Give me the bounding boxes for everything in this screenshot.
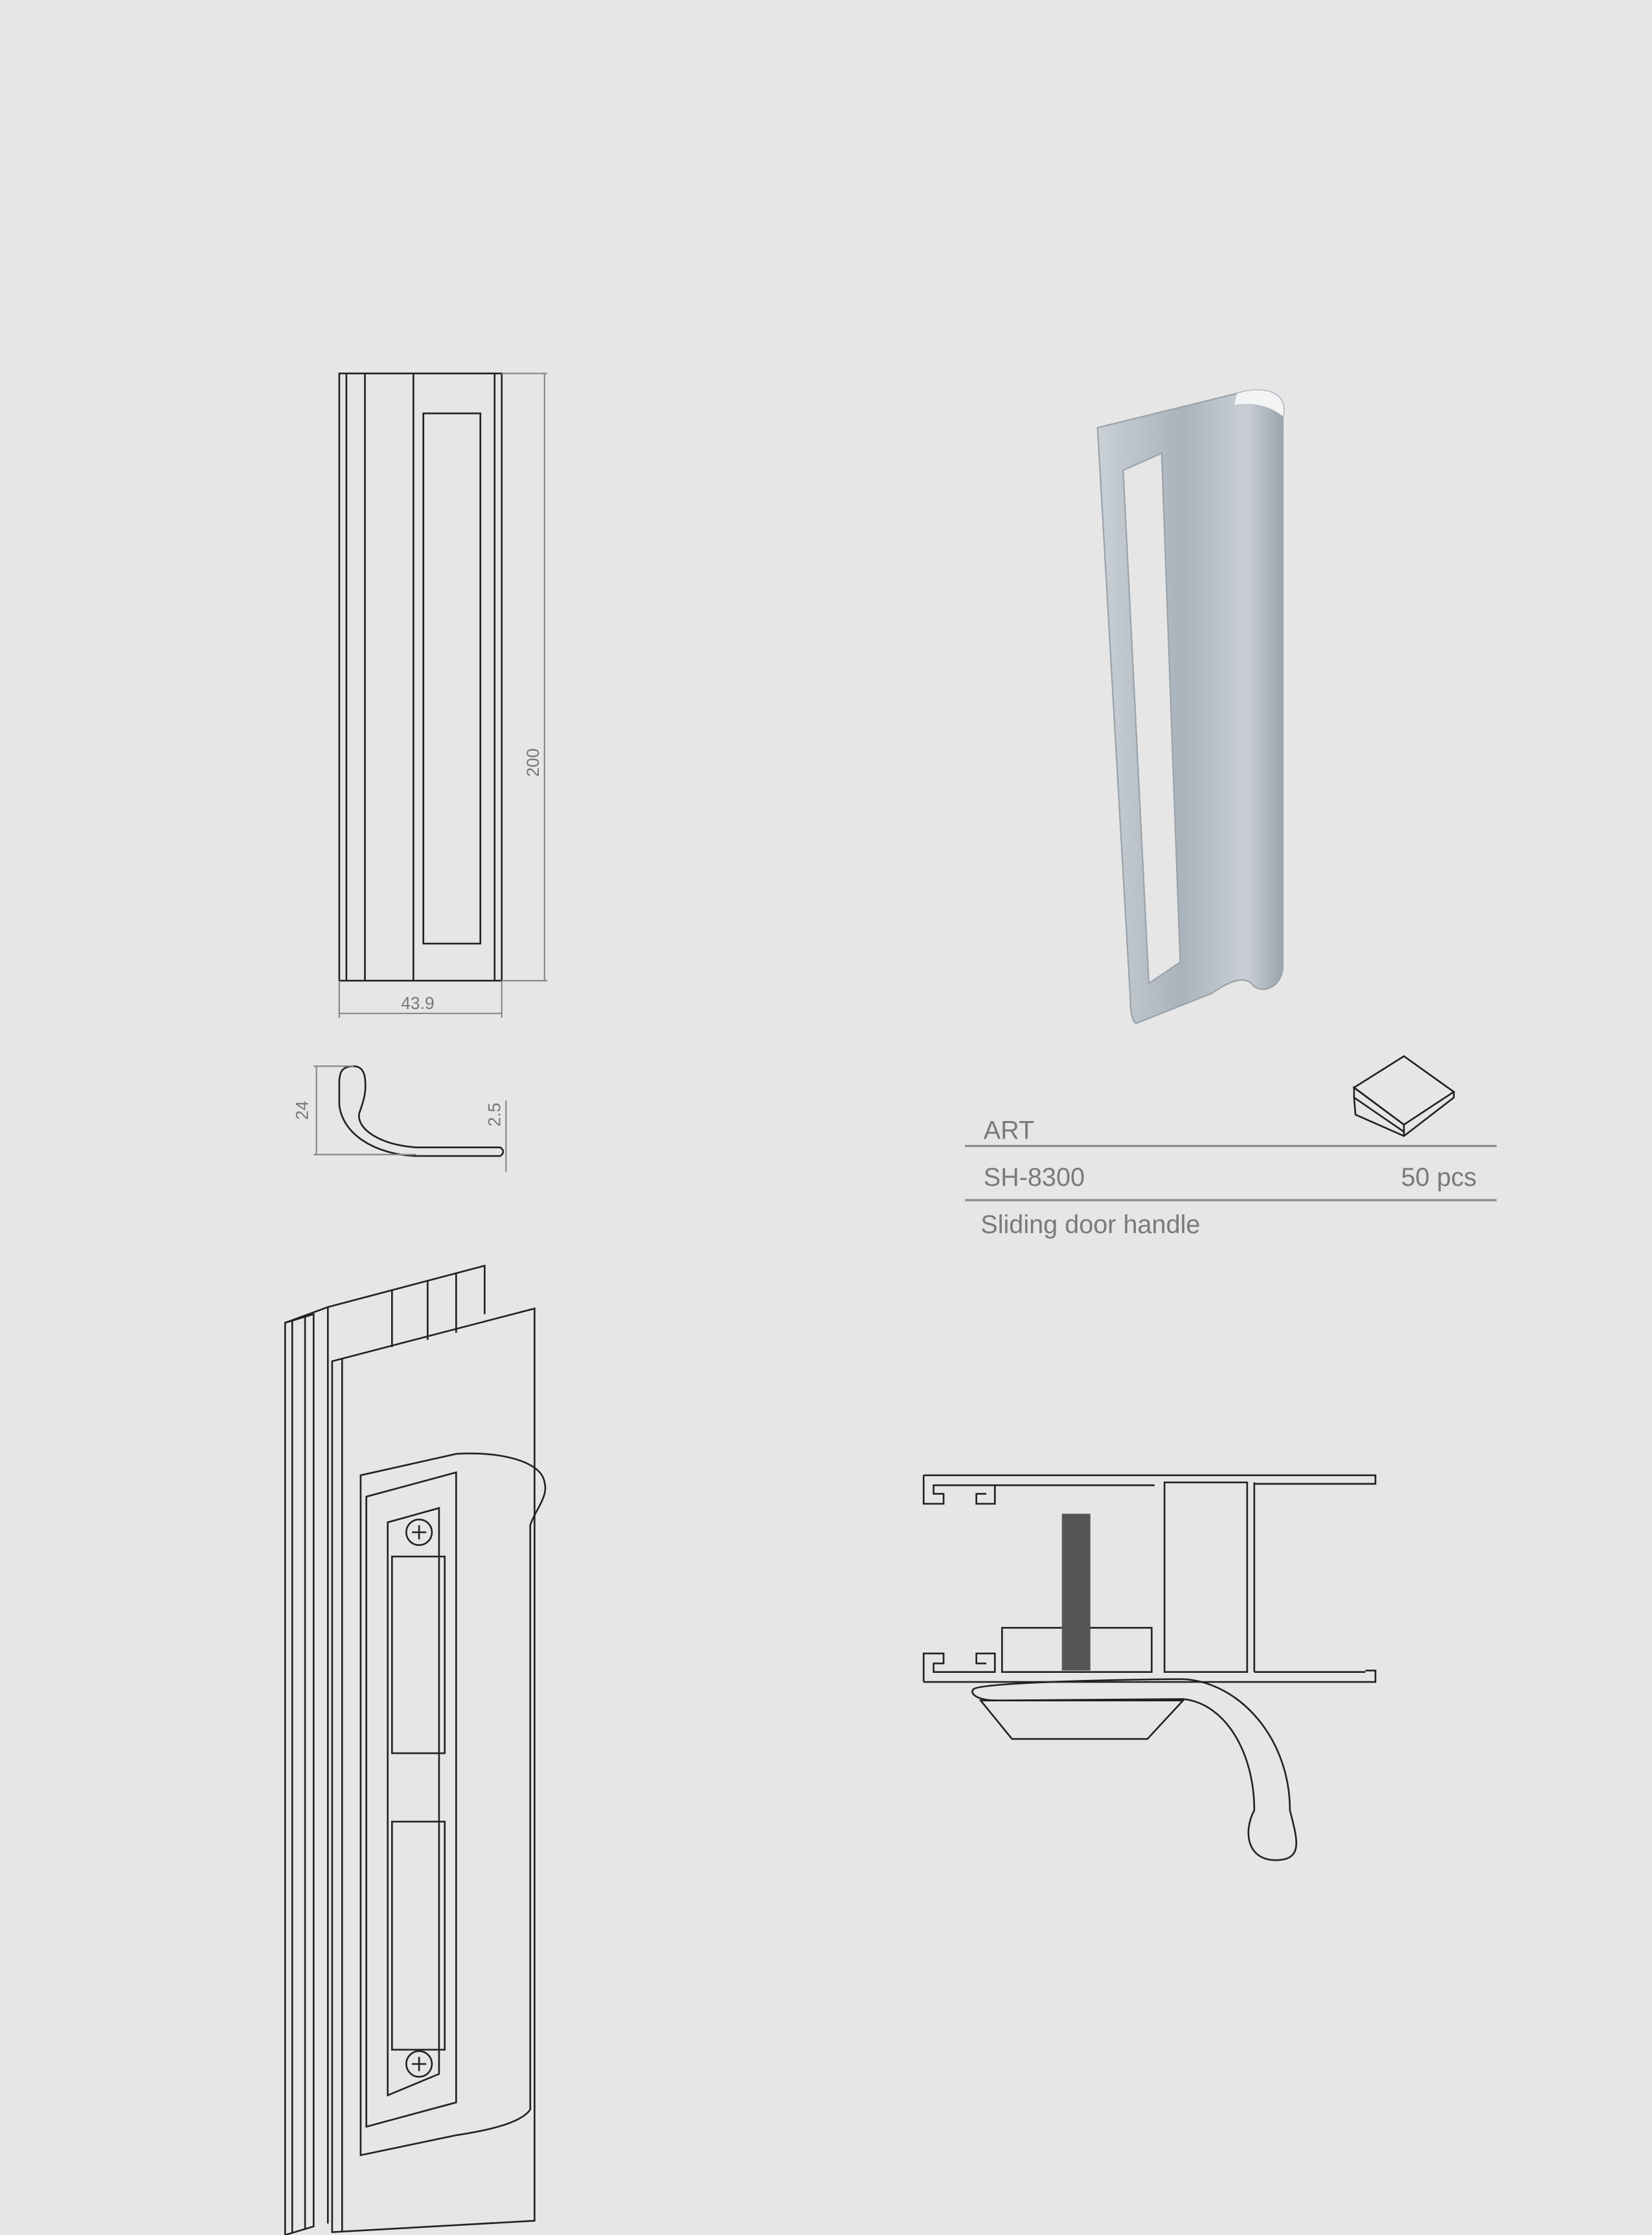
front-view-drawing — [338, 372, 548, 1018]
quantity: 50 pcs — [1401, 1163, 1477, 1192]
height-dimension: 200 — [523, 748, 543, 777]
installed-isometric-drawing — [284, 1264, 547, 2235]
article-number: SH-8300 — [984, 1163, 1085, 1192]
art-label: ART — [984, 1117, 1035, 1145]
box-icon — [1352, 1055, 1456, 1137]
thickness-dimension: 2.5 — [485, 1103, 504, 1127]
cross-section-drawing — [922, 1474, 1377, 1861]
width-dimension: 43.9 — [401, 993, 434, 1013]
description: Sliding door handle — [980, 1210, 1200, 1239]
profile-height-dimension: 24 — [292, 1101, 311, 1120]
profile-drawing — [313, 1065, 507, 1172]
handle-render — [1096, 389, 1285, 1025]
